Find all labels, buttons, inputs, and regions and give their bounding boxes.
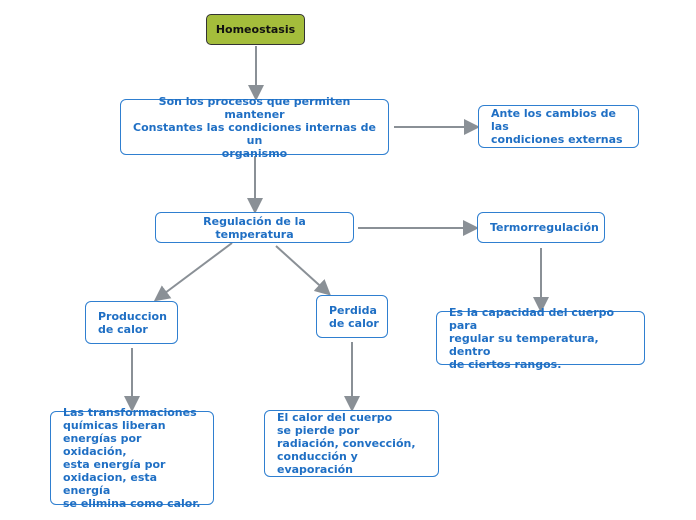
node-heat-loss-definition-label: El calor del cuerpo se pierde por radiac… xyxy=(277,411,416,476)
node-external-changes[interactable]: Ante los cambios de las condiciones exte… xyxy=(478,105,639,148)
node-temperature-regulation-label: Regulación de la temperatura xyxy=(203,214,306,241)
node-heat-loss[interactable]: Perdida de calor xyxy=(316,295,388,338)
node-heat-production-definition[interactable]: Las transformaciones químicas liberan en… xyxy=(50,406,214,510)
node-thermoregulation[interactable]: Termorregulación xyxy=(477,212,605,243)
node-thermoregulation-definition[interactable]: Es la capacidad del cuerpo para regular … xyxy=(436,306,645,371)
node-definition[interactable]: Son los procesos que permiten mantener C… xyxy=(120,95,389,160)
node-heat-production-label: Produccion de calor xyxy=(98,309,167,336)
node-external-changes-label: Ante los cambios de las condiciones exte… xyxy=(491,107,623,146)
node-heat-loss-definition[interactable]: El calor del cuerpo se pierde por radiac… xyxy=(264,410,439,477)
node-heat-loss-label: Perdida de calor xyxy=(329,303,379,330)
node-heat-production-definition-label: Las transformaciones químicas liberan en… xyxy=(63,406,201,510)
node-thermoregulation-label: Termorregulación xyxy=(490,221,599,234)
node-temperature-regulation[interactable]: Regulación de la temperatura xyxy=(155,212,354,243)
node-homeostasis-label: Homeostasis xyxy=(215,23,296,36)
node-homeostasis[interactable]: Homeostasis xyxy=(206,14,305,45)
connector-regulation-to-production xyxy=(153,242,233,302)
node-thermoregulation-definition-label: Es la capacidad del cuerpo para regular … xyxy=(449,305,615,371)
node-definition-label: Son los procesos que permiten mantener C… xyxy=(133,94,376,160)
connector-regulation-to-loss xyxy=(275,245,331,296)
node-heat-production[interactable]: Produccion de calor xyxy=(85,301,178,344)
